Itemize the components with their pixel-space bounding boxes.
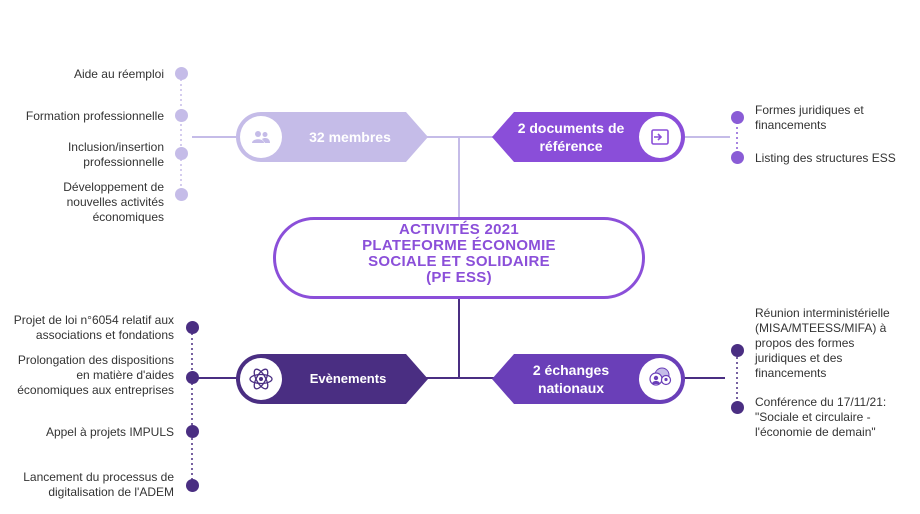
atom-icon [240,358,282,400]
exchanges-item-2-dot [731,401,744,414]
documents-item-2: Listing des structures ESS [755,151,896,165]
members-item-4: Développement de nouvelles activités éco… [63,180,164,224]
chat-people-icon [639,358,681,400]
documents-banner: 2 documents de référence [492,112,685,162]
central-title-box: ACTIVITÉS 2021 PLATEFORME ÉCONOMIE SOCIA… [273,217,645,299]
exchanges-item-1-dot [731,344,744,357]
documents-label: 2 documents de référence [517,120,625,154]
members-item-3-dot [175,147,188,160]
documents-item-1: Formes juridiques et financements [755,103,864,132]
events-banner: Evènements [236,354,428,404]
document-arrow-icon [639,116,681,158]
members-item-4-dot [175,188,188,201]
events-item-1: Projet de loi n°6054 relatif aux associa… [13,313,174,342]
members-item-2-dot [175,109,188,122]
documents-item-2-dot [731,151,744,164]
members-label: 32 membres [309,129,391,145]
members-item-2: Formation professionnelle [25,109,164,123]
events-item-3-dot [186,425,199,438]
events-item-3: Appel à projets IMPULS [45,425,174,439]
central-title: ACTIVITÉS 2021 PLATEFORME ÉCONOMIE SOCIA… [362,221,556,286]
events-item-2: Prolongation des dispositions en matière… [17,353,174,397]
events-item-4: Lancement du processus de digitalisation… [23,470,174,499]
events-item-4-dot [186,479,199,492]
exchanges-banner: 2 échanges nationaux [492,354,685,404]
members-banner: 32 membres [236,112,428,162]
members-item-1-dot [175,67,188,80]
members-item-1: Aide au réemploi [73,67,164,81]
events-label: Evènements [309,371,387,386]
exchanges-label: 2 échanges nationaux [532,362,610,396]
events-item-1-dot [186,321,199,334]
people-icon [240,116,282,158]
exchanges-item-2: Conférence du 17/11/21: "Sociale et circ… [755,395,887,439]
exchanges-item-1: Réunion interministérielle (MISA/MTEESS/… [755,306,890,380]
events-item-2-dot [186,371,199,384]
members-item-3: Inclusion/insertion professionnelle [67,140,164,169]
documents-item-1-dot [731,111,744,124]
